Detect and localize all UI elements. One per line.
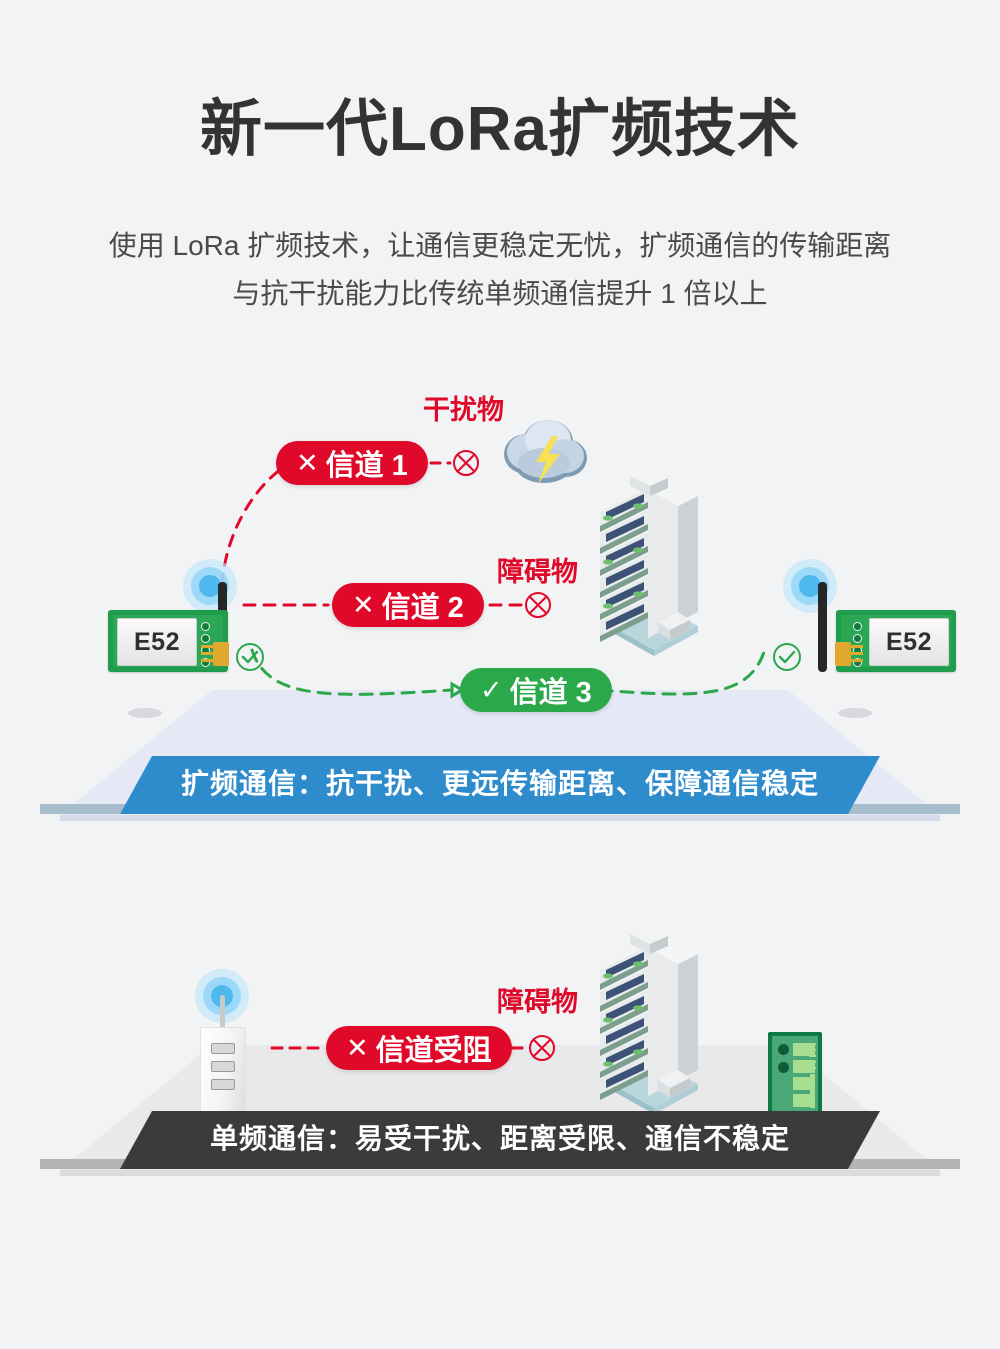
channel-badge-3[interactable]: ✓ 信道 3 xyxy=(460,668,612,712)
single-frequency-scene: 障碍物 ✕ 信道受阻 xyxy=(0,900,1000,1260)
board-tick xyxy=(809,1055,816,1057)
terminal-body xyxy=(200,1027,246,1127)
check-icon: ✓ xyxy=(480,674,503,705)
banner-tail-left xyxy=(40,804,180,814)
building-icon xyxy=(600,926,698,1114)
banner-shape-blue xyxy=(120,756,880,814)
channel-badge-2-label: 信道 2 xyxy=(381,592,464,624)
pcb-pads xyxy=(853,622,863,670)
building-icon xyxy=(600,468,698,656)
channel-blocked-badge-label: 信道受阻 xyxy=(375,1035,492,1067)
obstacle-label: 障碍物 xyxy=(497,557,578,587)
board-tick xyxy=(809,1067,816,1069)
pcb-connector xyxy=(201,642,229,666)
antenna-right xyxy=(818,582,827,672)
banner-tail-right xyxy=(820,804,960,814)
subtitle-line-2: 与抗干扰能力比传统单频通信提升 1 倍以上 xyxy=(232,278,768,310)
pcb-pads xyxy=(201,622,211,670)
ok-marker-icon xyxy=(236,643,264,671)
pcb-connector xyxy=(835,642,863,666)
channel-blocked-badge[interactable]: ✕ 信道受阻 xyxy=(326,1026,512,1070)
ok-marker-icon xyxy=(773,643,801,671)
blocked-marker-icon xyxy=(529,1035,555,1061)
terminal-antenna-icon xyxy=(220,995,225,1031)
page-subtitle: 使用 LoRa 扩频技术，让通信更稳定无忧，扩频通信的传输距离 与抗干扰能力比传… xyxy=(0,222,1000,318)
board-block xyxy=(793,1043,815,1056)
terminal-slot xyxy=(211,1079,235,1090)
cross-icon: ✕ xyxy=(346,1032,369,1063)
interference-label: 干扰物 xyxy=(423,395,504,425)
spread-spectrum-scene: 干扰物 xyxy=(0,360,1000,860)
single-frequency-banner: 单频通信：易受干扰、距离受限、通信不稳定 xyxy=(120,1111,880,1163)
terminal-slot xyxy=(211,1043,235,1054)
terminal-slot xyxy=(211,1061,235,1072)
device-shadow xyxy=(838,708,872,718)
device-e52-left-label: E52 xyxy=(117,618,197,666)
device-shadow xyxy=(128,708,162,718)
single-frequency-banner-label: 单频通信：易受干扰、距离受限、通信不稳定 xyxy=(209,1123,790,1154)
board-dot-icon xyxy=(778,1062,789,1073)
device-e52-right-label: E52 xyxy=(869,618,949,666)
channel-badge-2[interactable]: ✕ 信道 2 xyxy=(332,583,484,627)
page-title: 新一代LoRa扩频技术 xyxy=(199,95,800,164)
channel-badge-1[interactable]: ✕ 信道 1 xyxy=(276,441,428,485)
channel-badge-3-label: 信道 3 xyxy=(509,677,592,709)
board-tick xyxy=(809,1043,816,1045)
spread-spectrum-banner-label: 扩频通信：抗干扰、更远传输距离、保障通信稳定 xyxy=(180,768,819,799)
storm-cloud-icon xyxy=(504,420,587,484)
obstacle-label: 障碍物 xyxy=(497,987,578,1017)
device-e52-right[interactable]: E52 xyxy=(835,610,956,672)
board-dot-icon xyxy=(778,1044,789,1055)
channel-badge-1-label: 信道 1 xyxy=(325,450,408,482)
signal-paths-lower xyxy=(270,1046,524,1050)
board-block xyxy=(793,1077,815,1090)
device-e52-left[interactable]: E52 xyxy=(108,610,229,672)
spread-spectrum-banner: 扩频通信：抗干扰、更远传输距离、保障通信稳定 xyxy=(120,756,880,808)
device-green-board[interactable] xyxy=(768,1032,822,1116)
board-block xyxy=(793,1094,815,1107)
banner-tail-left xyxy=(40,1159,180,1169)
banner-tail-right xyxy=(820,1159,960,1169)
subtitle-line-1: 使用 LoRa 扩频技术，让通信更稳定无忧，扩频通信的传输距离 xyxy=(108,230,892,261)
board-tick xyxy=(809,1061,816,1063)
board-bar xyxy=(810,1074,815,1108)
blocked-marker-icon xyxy=(525,592,551,618)
cross-icon: ✕ xyxy=(296,447,319,478)
blocked-marker-icon xyxy=(453,450,479,476)
board-tick xyxy=(809,1049,816,1051)
board-block xyxy=(793,1060,815,1073)
banner-shape-dark xyxy=(120,1111,880,1169)
cross-icon: ✕ xyxy=(352,589,375,620)
